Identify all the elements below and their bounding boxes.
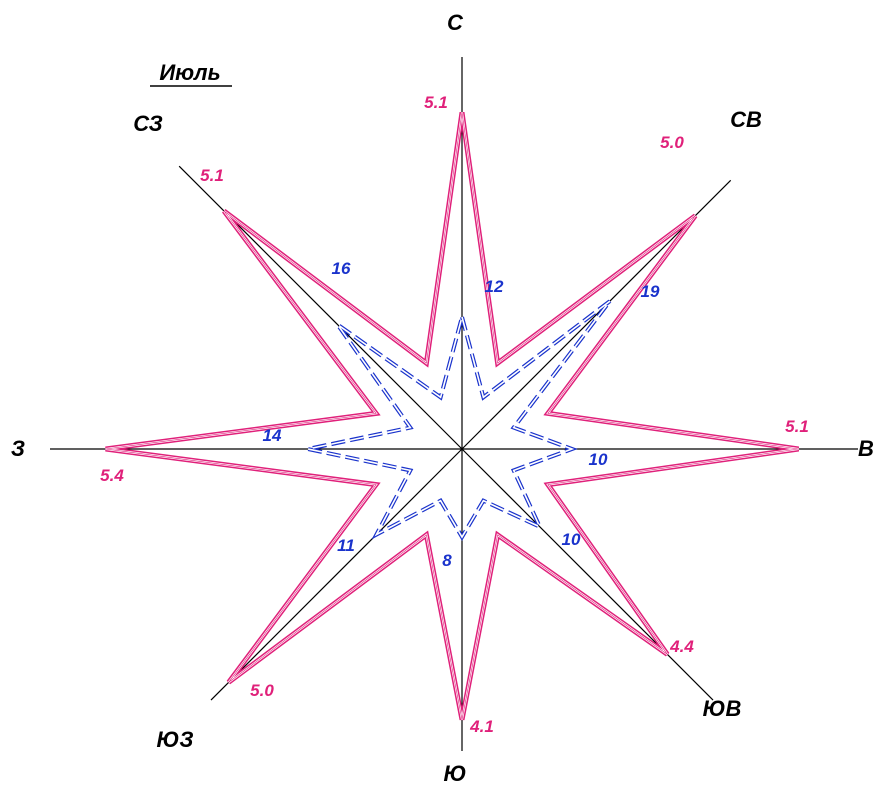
frequency-value-label-4: 8	[442, 551, 452, 570]
frequency-value-label-3: 10	[562, 530, 581, 549]
axis-line-7	[178, 165, 463, 450]
speed-value-label-3: 4.4	[669, 637, 694, 656]
speed-value-label-5: 5.0	[250, 681, 274, 700]
speed-value-label-7: 5.1	[200, 166, 224, 185]
labels-group: С СВ В ЮВ Ю ЮЗ З СЗ 5.1 5.0 5.1 4.4 4.1 5.0 5.4 5.1 12 19…	[11, 10, 874, 786]
direction-label-4: Ю	[444, 761, 467, 786]
speed-series-inner-gap	[105, 112, 799, 720]
axes-group	[50, 57, 858, 751]
chart-title: Июль	[159, 60, 220, 85]
frequency-value-label-0: 12	[485, 277, 504, 296]
speed-value-label-1: 5.0	[660, 133, 684, 152]
frequency-value-label-7: 16	[332, 259, 351, 278]
speed-series-core	[105, 112, 799, 720]
speed-value-label-0: 5.1	[424, 93, 448, 112]
direction-label-5: ЮЗ	[156, 727, 193, 752]
direction-label-0: С	[447, 10, 464, 35]
speed-series-outline	[105, 112, 799, 721]
series-group	[105, 112, 799, 721]
axis-line-5	[210, 448, 463, 701]
direction-label-3: ЮВ	[703, 696, 742, 721]
frequency-value-label-1: 19	[641, 282, 660, 301]
direction-label-1: СВ	[730, 107, 762, 132]
frequency-value-label-2: 10	[589, 450, 608, 469]
frequency-series-inner-gap	[307, 300, 611, 539]
axis-line-3	[461, 448, 714, 701]
direction-label-6: З	[11, 436, 25, 461]
direction-label-2: В	[858, 436, 874, 461]
speed-value-label-4: 4.1	[469, 717, 494, 736]
speed-value-label-2: 5.1	[785, 417, 809, 436]
frequency-value-label-5: 11	[337, 536, 355, 555]
frequency-value-label-6: 14	[263, 426, 282, 445]
direction-label-7: СЗ	[133, 111, 162, 136]
speed-value-label-6: 5.4	[100, 466, 124, 485]
